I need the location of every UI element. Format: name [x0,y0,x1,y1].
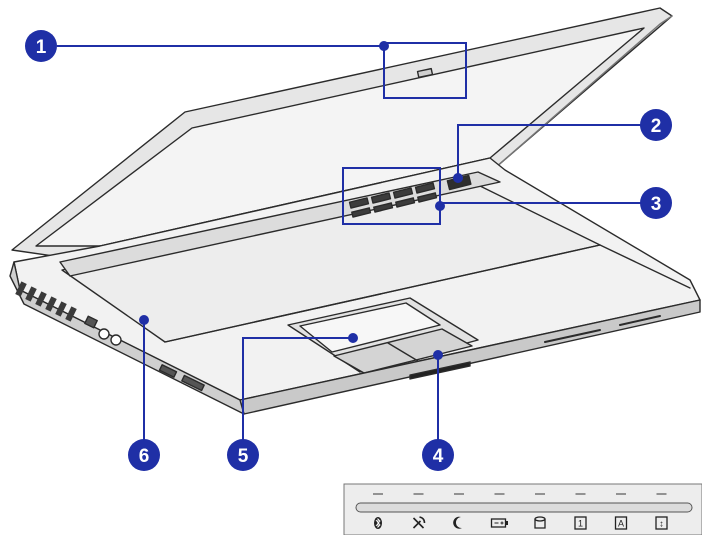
num-lock-icon: 1 [574,516,587,530]
battery-icon [490,518,508,528]
callout-badge-3: 3 [640,187,672,219]
svg-text:5: 5 [238,446,249,467]
svg-text:3: 3 [651,194,662,215]
caps-lock-icon: A [614,516,628,530]
lid-latch [416,67,434,79]
hard-disk-icon [534,516,546,529]
front-status-strip [409,361,471,380]
left-side-vents [15,281,77,322]
scroll-lock-icon: ↕ [655,516,668,530]
callout-badges: 1 2 3 4 5 6 [25,30,672,471]
touchpad [299,302,441,353]
callout-badge-5: 5 [227,439,259,471]
callout-badge-6: 6 [128,439,160,471]
lid-edge-shade [494,15,673,169]
front-slots [544,315,661,343]
touchpad-button-split [387,342,419,362]
svg-text:4: 4 [433,446,444,467]
svg-text:↕: ↕ [659,519,664,529]
laptop-illustration [9,7,701,415]
svg-text:1: 1 [578,519,583,529]
bluetooth-icon [374,517,382,529]
sleep-moon-icon [453,516,462,529]
status-indicator-panel: 1 A ↕ [343,483,702,535]
lid-screen [35,27,645,247]
svg-text:A: A [618,519,624,529]
callout-badge-1: 1 [25,30,57,62]
svg-text:6: 6 [139,446,150,467]
callout-badge-2: 2 [640,109,672,141]
quick-launch-buttons [348,182,438,218]
svg-text:1: 1 [36,37,47,58]
leader-5 [242,337,353,455]
quick-launch-highlight-box [342,167,441,225]
leader-2 [457,124,656,176]
indicator-icons: 1 A ↕ [374,516,668,530]
svg-text:2: 2 [651,116,662,137]
camera-highlight-box [383,42,467,99]
highlight-boxes [342,42,467,225]
palmrest-line [164,244,691,343]
callout-leaders [57,41,656,455]
touchpad-buttons [333,328,473,374]
callout-badge-4: 4 [422,439,454,471]
wireless-lan-icon [412,516,426,529]
indicator-light-bar [355,502,693,513]
left-side-ports [84,315,205,392]
